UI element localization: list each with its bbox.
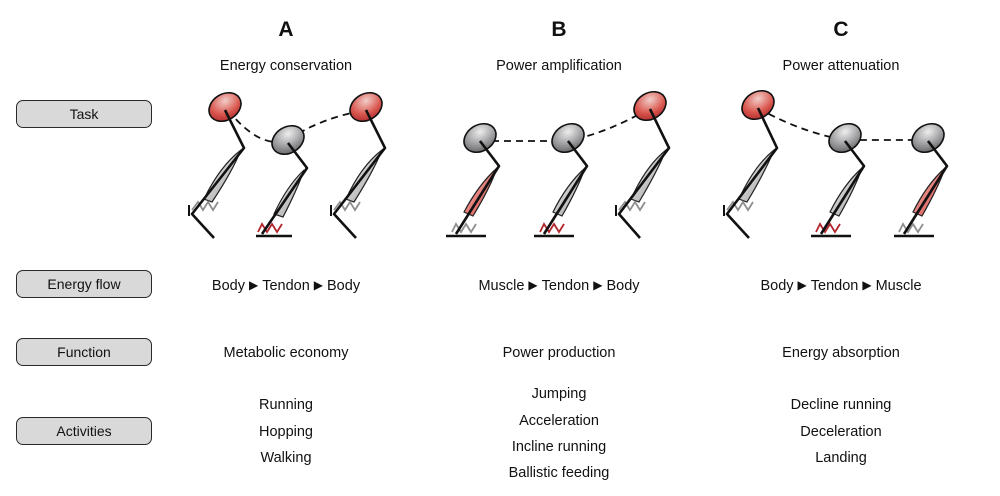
column-b-letter: B — [551, 18, 567, 41]
leg-figure — [188, 91, 246, 239]
leg-icon — [725, 107, 779, 239]
column-c-task-title: Power attenuation — [782, 58, 900, 74]
column-a-activity: Hopping — [258, 424, 313, 440]
leg-figure — [811, 122, 866, 238]
body-mass-icon — [551, 122, 585, 154]
column-b-activity: Acceleration — [519, 413, 599, 429]
column-b-task-title: Power amplification — [496, 58, 622, 74]
flow-step: Tendon — [810, 278, 859, 294]
trajectory-dashed-line — [227, 109, 367, 143]
column-c-activity: Landing — [815, 450, 867, 466]
column-b-function: Power production — [502, 345, 616, 361]
body-mass-icon — [208, 91, 242, 123]
flow-step: Body — [211, 278, 245, 294]
column-c-function: Energy absorption — [782, 345, 900, 361]
flow-step: Body — [327, 278, 361, 294]
tendon-spring-icon — [726, 200, 754, 212]
column-c-letter: C — [833, 18, 849, 41]
body-mass-icon — [463, 122, 497, 154]
leg-figure — [446, 122, 501, 238]
leg-icon — [819, 140, 866, 235]
leg-icon — [902, 140, 949, 235]
column-c-activity: Decline running — [790, 397, 892, 413]
flow-arrow-icon: ▶ — [313, 278, 324, 292]
flow-arrow-icon: ▶ — [593, 278, 603, 292]
leg-icon — [617, 108, 671, 239]
tendon-spring-icon — [333, 200, 361, 212]
tendon-spring-icon — [815, 222, 841, 234]
leg-figure — [723, 89, 779, 239]
leg-figure — [256, 124, 309, 238]
body-mass-icon — [271, 124, 305, 156]
tendon-spring-icon — [257, 222, 283, 234]
column-a-task-title: Energy conservation — [219, 58, 353, 74]
column-b-activity: Ballistic feeding — [508, 465, 610, 481]
tendon-spring-icon — [898, 222, 924, 234]
body-mass-icon — [828, 122, 862, 154]
leg-icon — [332, 109, 387, 239]
leg-icon — [454, 140, 501, 235]
leg-figure — [534, 122, 589, 238]
column-c-energy-flow: Body▶Tendon▶Muscle — [711, 278, 971, 294]
column-b-energy-flow: Muscle▶Tendon▶Body — [429, 278, 689, 294]
column-c-activity: Deceleration — [800, 424, 882, 440]
body-mass-icon — [349, 91, 383, 123]
body-mass-icon — [633, 90, 667, 122]
flow-step: Muscle — [478, 278, 525, 294]
flow-arrow-icon: ▶ — [528, 278, 538, 292]
body-mass-icon — [741, 89, 775, 121]
row-label-function: Function — [16, 338, 152, 366]
column-a-activity: Walking — [260, 450, 312, 466]
flow-arrow-icon: ▶ — [248, 278, 259, 292]
leg-icon — [542, 140, 589, 235]
flow-step: Muscle — [875, 278, 922, 294]
leg-icon — [190, 109, 246, 239]
flow-step: Tendon — [262, 278, 310, 294]
column-a-letter: A — [278, 18, 294, 41]
column-a-activity: Running — [258, 397, 313, 413]
leg-figure — [330, 91, 387, 239]
column-a-energy-flow: Body▶Tendon▶Body — [156, 278, 416, 294]
leg-figure — [615, 90, 671, 239]
body-mass-icon — [911, 122, 945, 154]
flow-step: Tendon — [541, 278, 590, 294]
row-label-task: Task — [16, 100, 152, 128]
tendon-spring-icon — [618, 200, 646, 212]
flow-step: Body — [760, 278, 794, 294]
column-a-function: Metabolic economy — [223, 345, 349, 361]
leg-figure — [894, 122, 949, 238]
column-b-activity: Incline running — [511, 439, 607, 455]
leg-icon — [260, 142, 309, 235]
row-label-activities: Activities — [16, 417, 152, 445]
flow-arrow-icon: ▶ — [862, 278, 872, 292]
trajectory-dashed-line — [757, 107, 928, 141]
flow-arrow-icon: ▶ — [797, 278, 807, 292]
tendon-spring-icon — [451, 222, 477, 234]
column-b-activity: Jumping — [531, 386, 587, 402]
tendon-spring-icon — [191, 200, 219, 212]
row-label-energy-flow: Energy flow — [16, 270, 152, 298]
tendon-spring-icon — [539, 222, 565, 234]
flow-step: Body — [606, 278, 640, 294]
